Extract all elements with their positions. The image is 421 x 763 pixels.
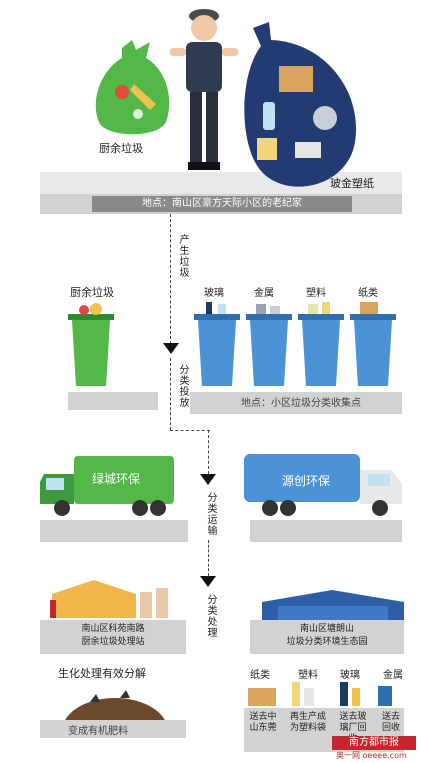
blue-truck-label: 源创环保	[282, 474, 331, 488]
right-station-line2: 垃圾分类环境生态园	[286, 637, 368, 647]
fertilizer-label: 变成有机肥料	[68, 726, 128, 737]
connector-line	[208, 540, 209, 576]
step-process-label: 分类处理	[205, 594, 216, 638]
output-glass-name: 玻璃	[340, 670, 360, 681]
left-station-line2: 厨余垃圾处理站	[81, 637, 145, 647]
truck-platform-right	[250, 520, 402, 542]
green-truck-label: 绿城环保	[92, 472, 141, 486]
top-recyclable-label: 玻金塑纸	[330, 177, 374, 190]
truck-platform-left	[40, 520, 188, 542]
station-platform-right	[250, 620, 404, 654]
bin-platform-left	[68, 392, 158, 410]
output-metal-name: 金属	[383, 670, 403, 681]
down-arrow-icon	[200, 474, 216, 485]
kitchen-station-building-icon	[50, 580, 168, 618]
bin-platform-right	[190, 392, 402, 414]
connector-line	[170, 358, 171, 430]
output-plastic-dest: 再生产成为塑料袋	[290, 712, 327, 733]
fertilizer-pile-icon	[64, 690, 166, 722]
right-station-line1: 南山区塘朗山	[299, 624, 354, 634]
left-station-line1: 南山区科苑南路	[81, 624, 145, 634]
fertilizer-platform	[40, 720, 186, 738]
top-kitchen-label: 厨余垃圾	[99, 142, 143, 155]
bin-metal-label: 金属	[254, 288, 274, 299]
output-plastic-name: 塑料	[298, 670, 318, 681]
watermark-sub: 奥一网 oeeee.com	[336, 751, 407, 760]
step-produce-label: 产生垃圾	[177, 234, 188, 278]
station-platform-left	[40, 620, 186, 654]
output-metal-dest: 送去回收	[381, 712, 400, 733]
bin-glass-label: 玻璃	[204, 288, 224, 299]
top-location-label: 地点：南山区豪方天际小区的老纪家	[92, 196, 352, 212]
recycling-bins-icon	[194, 302, 396, 386]
person-icon	[170, 9, 238, 170]
blue-truck-icon	[244, 454, 402, 516]
bin-kitchen-label: 厨余垃圾	[70, 286, 114, 299]
connector-line	[170, 430, 210, 431]
kitchen-bin-icon	[68, 303, 114, 386]
connector-line	[170, 214, 171, 344]
bin-plastic-label: 塑料	[306, 288, 326, 299]
output-paper-dest: 送去中山东莞	[249, 712, 277, 733]
step-sort-label: 分类投放	[177, 364, 188, 408]
kitchen-waste-bag-icon	[95, 40, 170, 135]
ecopark-building-icon	[262, 590, 404, 620]
down-arrow-icon	[163, 343, 179, 354]
recyclable-bag-icon	[244, 22, 357, 187]
bio-process-label: 生化处理有效分解	[58, 667, 146, 680]
green-truck-icon	[40, 456, 174, 516]
bins-location-label: 地点：小区垃圾分类收集点	[241, 398, 361, 409]
output-paper-name: 纸类	[250, 670, 270, 681]
step-transport-label: 分类运输	[205, 492, 216, 536]
down-arrow-icon	[200, 576, 216, 587]
bin-paper-label: 纸类	[358, 288, 378, 299]
output-items-icon	[248, 682, 392, 706]
watermark-brand: 南方都市报	[332, 736, 416, 750]
connector-line	[208, 430, 209, 474]
